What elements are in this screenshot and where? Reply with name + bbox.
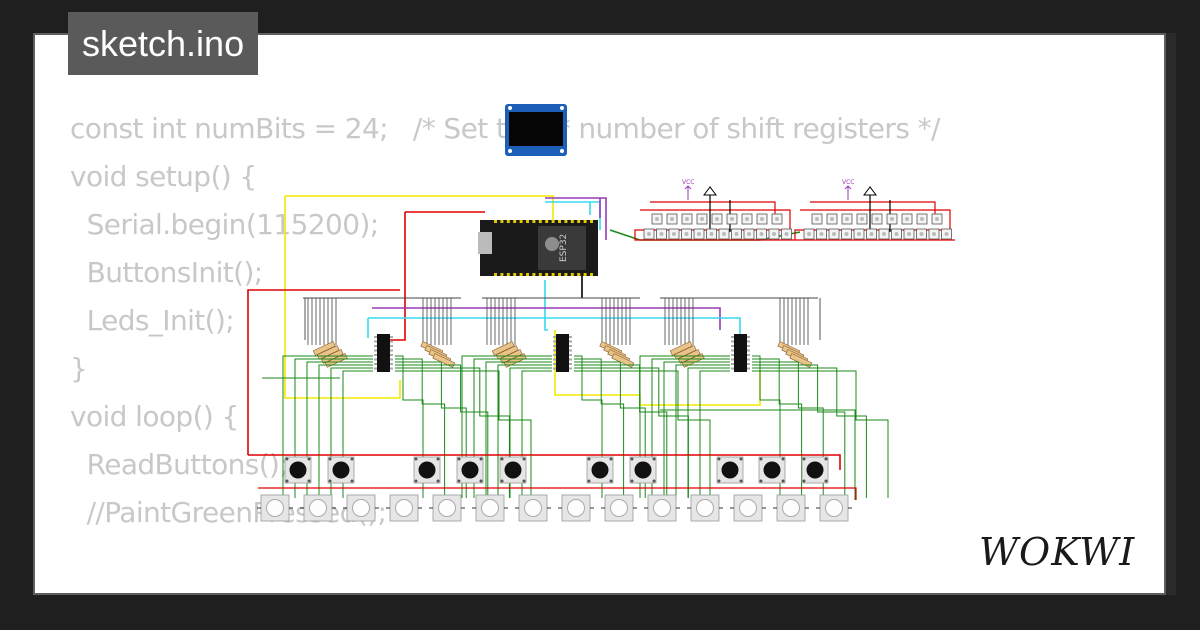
signal-wire <box>395 355 424 498</box>
resistor-icon <box>491 341 515 356</box>
signal-wire <box>395 370 532 498</box>
logo-text: WOKWI <box>979 530 1135 574</box>
code-line: void setup() { <box>70 160 257 193</box>
signal-wire <box>485 361 552 498</box>
code-line: //PaintGreenPressed(); <box>70 496 387 529</box>
signal-wire <box>461 355 552 498</box>
signal-wire <box>395 367 510 498</box>
code-line: Leds_Init(); <box>70 304 235 337</box>
signal-wire <box>574 355 603 498</box>
wokwi-logo: WOKWI <box>979 530 1135 574</box>
vcc-icon <box>684 185 692 200</box>
signal-wire <box>663 361 730 498</box>
file-title-tab[interactable]: sketch.ino <box>68 12 259 75</box>
shift-register-chip-icon <box>556 334 569 372</box>
ground-icon <box>863 186 877 196</box>
signal-wire <box>294 358 373 498</box>
resistor-icon <box>312 341 336 356</box>
signal-wire <box>395 358 446 498</box>
shift-register-chip-icon <box>377 334 390 372</box>
signal-wire <box>521 370 552 498</box>
code-line: Serial.begin(115200); <box>70 208 380 241</box>
signal-wire <box>752 367 867 498</box>
scroll-strip <box>1166 33 1176 595</box>
button-grid <box>248 454 857 522</box>
power-wire <box>248 454 841 470</box>
oled-display-icon[interactable] <box>505 104 567 156</box>
signal-wire <box>752 361 824 498</box>
shift-register-chip-icon <box>734 334 747 372</box>
code-line: const int numBits = 24; /* Set to 8 * nu… <box>70 112 940 145</box>
code-preview: const int numBits = 24; /* Set to 8 * nu… <box>70 105 940 537</box>
led-strip: VCC VCC <box>634 179 955 241</box>
ground-wire <box>709 195 731 232</box>
signal-wire <box>752 370 889 498</box>
shift-register-section <box>262 297 889 500</box>
chip-label: ESP32 <box>559 234 569 262</box>
code-line: ButtonsInit(); <box>70 256 264 289</box>
code-line: ReadButtons(); <box>70 448 289 481</box>
signal-wire <box>639 355 730 498</box>
signal-wire <box>752 358 803 498</box>
signal-wire <box>473 358 552 498</box>
signal-wire <box>395 364 489 498</box>
signal-wire <box>675 364 730 498</box>
signal-wire <box>262 377 856 500</box>
vcc-label: VCC <box>682 179 694 186</box>
ground-wire <box>869 195 891 232</box>
power-wire <box>258 487 857 500</box>
signal-wire <box>651 358 730 498</box>
signal-wire <box>395 361 467 498</box>
signal-wire <box>574 358 625 498</box>
esp32-board-icon[interactable]: ESP32 <box>478 220 598 276</box>
code-line: void loop() { <box>70 400 239 433</box>
vcc-icon <box>844 185 852 200</box>
signal-wire <box>752 364 846 498</box>
signal-wire <box>574 370 711 498</box>
signal-wire <box>497 364 552 498</box>
push-button-icon <box>413 456 441 484</box>
code-line: } <box>70 352 88 385</box>
ground-icon <box>703 186 717 196</box>
project-preview-card: const int numBits = 24; /* Set to 8 * nu… <box>33 33 1166 595</box>
signal-wire <box>752 355 781 498</box>
signal-wire <box>282 355 373 498</box>
resistor-icon <box>669 341 693 356</box>
signal-wire <box>574 361 646 498</box>
vcc-label: VCC <box>842 179 854 186</box>
signal-wire <box>306 361 373 498</box>
signal-wire <box>318 364 373 498</box>
